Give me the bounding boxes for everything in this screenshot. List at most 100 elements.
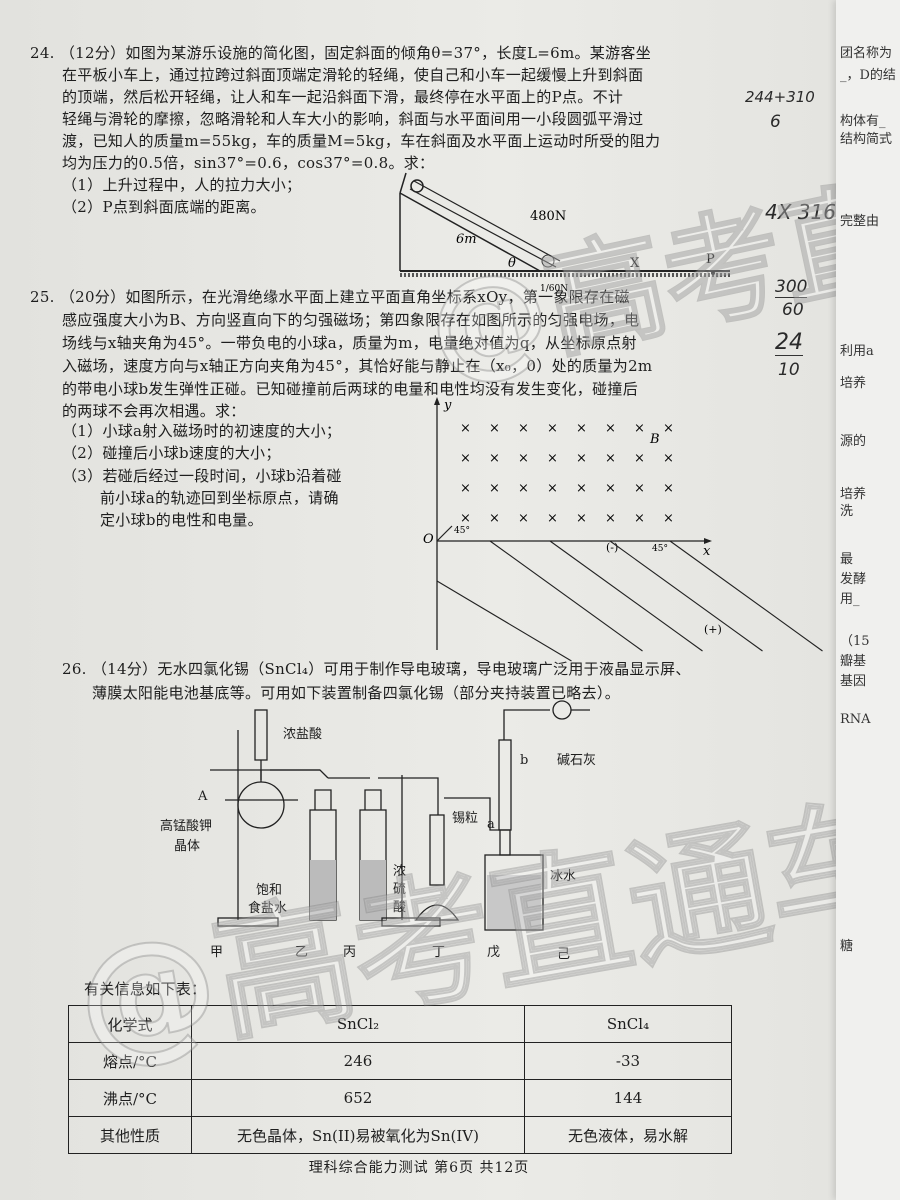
table-cell: -33 [524, 1042, 732, 1080]
field-cross-mark: × [547, 481, 558, 496]
field-cross-mark: × [663, 481, 674, 496]
edge-text: 培养 [840, 487, 867, 502]
field-line [436, 580, 572, 662]
field-cross-mark: × [489, 481, 500, 496]
table-cell: 144 [524, 1079, 732, 1117]
field-cross-mark: × [518, 481, 529, 496]
y-axis-label: y [443, 398, 452, 413]
edge-text: （15 [840, 634, 870, 649]
angle-label: 45° [652, 544, 668, 554]
field-cross-mark: × [460, 421, 471, 436]
next-page-edge: 团名称为 _，D的结 构体有_ 结构简式 完整由 利用a 培养 源的 培养 洗 … [836, 0, 900, 1200]
field-line [489, 540, 643, 652]
table-cell: 652 [191, 1079, 525, 1117]
field-cross-mark: × [547, 451, 558, 466]
unit-label: 甲 [210, 945, 223, 960]
handwritten-note: (+) [704, 623, 722, 636]
q24-line: 的顶端，然后松开轻绳，让人和车一起沿斜面下滑，最终停在水平面上的P点。不计 [62, 88, 624, 106]
label-brine: 食盐水 [248, 900, 287, 916]
handwritten-note: 6m [456, 232, 477, 247]
q25-line: 的带电小球b发生弹性正碰。已知碰撞前后两球的电量和电性均没有发生变化，碰撞后 [62, 380, 639, 398]
handwritten-note: 60 [782, 300, 804, 320]
point-p-label: P [706, 252, 715, 267]
q24-sub: （2）P点到斜面底端的距离。 [62, 198, 266, 216]
label-conc-hcl: 浓盐酸 [283, 727, 322, 742]
field-cross-mark: × [576, 511, 587, 526]
edge-text: 用_ [840, 592, 860, 607]
table-cell: 熔点/°C [68, 1042, 192, 1080]
page-footer: 理科综合能力测试 第6页 共12页 [308, 1160, 530, 1176]
field-cross-mark: × [576, 451, 587, 466]
theta-label: θ [508, 256, 516, 271]
table-cell: 沸点/°C [68, 1079, 192, 1117]
field-cross-mark: × [634, 421, 645, 436]
q24-line: 24. （12分）如图为某游乐设施的简化图，固定斜面的倾角θ=37°，长度L=6… [30, 44, 651, 62]
edge-text: RNA [840, 712, 871, 727]
q25-line: 入磁场，速度方向与x轴正方向夹角为45°，其恰好能与静止在（x₀，0）处的质量为… [62, 357, 653, 375]
field-line [609, 540, 763, 652]
x-axis-label: x [703, 544, 711, 559]
label-soda-lime: 碱石灰 [557, 753, 596, 768]
table-cell: 其他性质 [68, 1116, 192, 1154]
field-line [669, 540, 823, 652]
field-cross-mark: × [547, 511, 558, 526]
edge-text: 培养 [840, 376, 867, 391]
label-ice-water: 冰水 [550, 869, 576, 884]
label-sulfuric: 硫 [393, 882, 406, 897]
label-crystal: 晶体 [174, 839, 200, 854]
q25-sub: 定小球b的电性和电量。 [100, 511, 263, 529]
field-line [549, 540, 703, 652]
unit-label: 丁 [432, 945, 445, 960]
b-field-label: B [649, 432, 660, 447]
q25-line: 的两球不会再次相遇。求： [62, 402, 246, 420]
table-row: 其他性质 无色晶体，Sn(II)易被氧化为Sn(IV) 无色液体，易水解 [68, 1116, 732, 1154]
field-cross-mark: × [605, 451, 616, 466]
field-cross-mark: × [605, 481, 616, 496]
field-cross-mark: × [634, 511, 645, 526]
field-cross-mark: × [518, 511, 529, 526]
edge-text: _，D的结 [840, 68, 896, 83]
q25-sub: （3）若碰后经过一段时间，小球b沿着碰 [62, 467, 342, 485]
label-tin: 锡粒 [452, 811, 478, 826]
field-cross-mark: × [663, 421, 674, 436]
label-saturated: 饱和 [256, 883, 282, 898]
unit-label: 己 [557, 947, 570, 962]
handwritten-note: 6 [770, 112, 781, 132]
q26-line: 26. （14分）无水四氯化锡（SnCl₄）可用于制作导电玻璃，导电玻璃广泛用于… [62, 660, 691, 678]
field-figure: y x O B 45° 45° (-) (+) ××××××××××××××××… [423, 397, 823, 662]
edge-text: 最 [840, 552, 854, 567]
field-cross-mark: × [489, 511, 500, 526]
edge-text: 完整由 [840, 214, 880, 229]
q25-sub: 前小球a的轨迹回到坐标原点，请确 [100, 489, 339, 507]
handwritten-note: 300 [775, 277, 808, 298]
q25-sub: （1）小球a射入磁场时的初速度的大小； [62, 422, 342, 440]
handwritten-note: 4X 316 [765, 200, 836, 224]
field-cross-mark: × [489, 451, 500, 466]
edge-text: 发酵 [840, 572, 867, 587]
table-header-cell: 化学式 [68, 1005, 192, 1043]
label-kmno4: 高锰酸钾 [160, 818, 212, 834]
table-intro: 有关信息如下表： [84, 980, 207, 998]
table-header-row: 化学式 SnCl₂ SnCl₄ [68, 1005, 732, 1043]
q24-line: 渡，已知人的质量m=55kg，车的质量M=5kg，车在斜面及水平面上运动时所受的… [62, 132, 661, 150]
field-cross-mark: × [576, 421, 587, 436]
field-cross-mark: × [518, 451, 529, 466]
edge-text: 构体有_ [840, 114, 886, 129]
label-conc: 浓 [393, 864, 406, 879]
label-inlet-a: a [487, 817, 495, 832]
edge-text: 源的 [840, 434, 867, 449]
unit-label: 戊 [487, 945, 500, 960]
electric-field-lines [436, 540, 823, 662]
edge-text: 洗 [840, 504, 854, 519]
edge-text: 瓣基 [840, 654, 867, 669]
edge-text: 糖 [840, 939, 854, 954]
origin-label: O [423, 532, 434, 547]
field-cross-mark: × [460, 481, 471, 496]
angle-label: 45° [454, 526, 470, 536]
field-cross-mark: × [489, 421, 500, 436]
edge-text: 基因 [840, 674, 867, 689]
q24-line: 轻绳与滑轮的摩擦，忽略滑轮和人车大小的影响，斜面与水平面间用一小段圆弧平滑过 [62, 110, 644, 128]
field-cross-mark: × [663, 451, 674, 466]
q26-line: 薄膜太阳能电池基底等。可用如下装置制备四氯化锡（部分夹持装置已略去）。 [92, 684, 621, 702]
